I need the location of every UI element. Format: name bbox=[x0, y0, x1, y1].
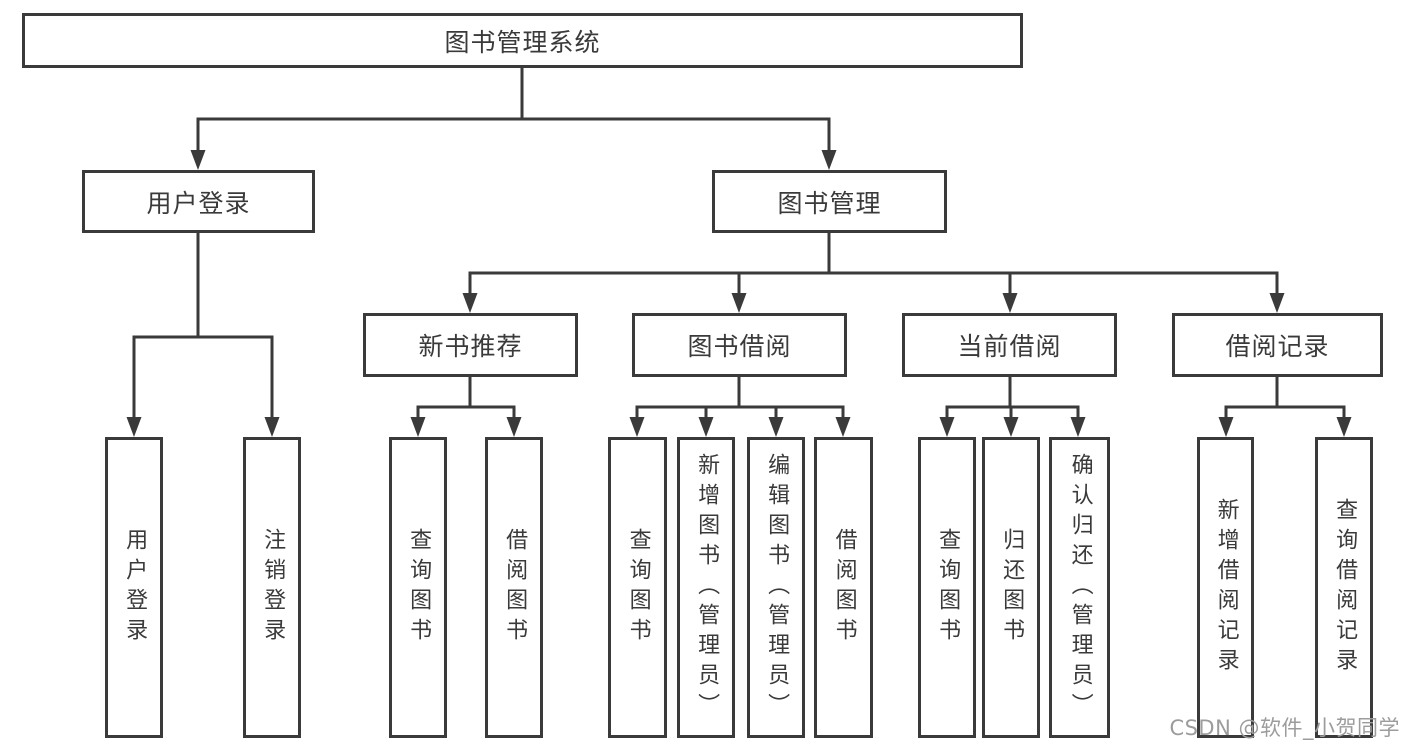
node-user-login: 用户登录 bbox=[82, 170, 315, 233]
leaf-search-books: 查询图书 bbox=[918, 437, 976, 738]
leaf-borrow-books: 借阅图书 bbox=[814, 437, 873, 738]
node-current-borrowing-label: 当前借阅 bbox=[957, 332, 1062, 361]
node-book-borrowing-label: 图书借阅 bbox=[687, 332, 792, 361]
node-book-borrowing: 图书借阅 bbox=[632, 313, 847, 377]
watermark: CSDN @软件_小贺同学 bbox=[1169, 716, 1400, 740]
leaf-search-books-label: 查询图书 bbox=[406, 527, 432, 648]
node-library-system-label: 图书管理系统 bbox=[444, 27, 601, 57]
leaf-return-books-label: 归还图书 bbox=[999, 527, 1025, 648]
leaf-add-borrow-record-label: 新增借阅记录 bbox=[1213, 497, 1239, 678]
leaf-edit-books-admin: 编辑图书（管理员） bbox=[747, 437, 805, 738]
leaf-logout: 注销登录 bbox=[243, 437, 301, 738]
leaf-borrow-books-label: 借阅图书 bbox=[502, 527, 528, 648]
leaf-borrow-books-label: 借阅图书 bbox=[831, 527, 857, 648]
node-library-system: 图书管理系统 bbox=[22, 13, 1023, 68]
node-new-book-recommendation: 新书推荐 bbox=[363, 313, 578, 377]
node-current-borrowing: 当前借阅 bbox=[902, 313, 1117, 377]
leaf-return-books: 归还图书 bbox=[982, 437, 1040, 738]
leaf-add-books-admin: 新增图书（管理员） bbox=[677, 437, 735, 738]
leaf-user-login-label: 用户登录 bbox=[122, 527, 148, 648]
node-new-book-recommendation-label: 新书推荐 bbox=[418, 332, 523, 361]
leaf-logout-label: 注销登录 bbox=[260, 527, 286, 648]
leaf-search-borrow-record: 查询借阅记录 bbox=[1315, 437, 1373, 738]
leaf-confirm-return-admin: 确认归还（管理员） bbox=[1049, 437, 1110, 738]
node-borrowing-records: 借阅记录 bbox=[1172, 313, 1383, 377]
node-book-management-label: 图书管理 bbox=[777, 188, 882, 218]
node-book-management: 图书管理 bbox=[712, 170, 947, 233]
leaf-search-books: 查询图书 bbox=[389, 437, 447, 738]
node-user-login-label: 用户登录 bbox=[146, 188, 251, 218]
leaf-search-books-label: 查询图书 bbox=[625, 527, 651, 648]
node-borrowing-records-label: 借阅记录 bbox=[1225, 332, 1330, 361]
leaf-borrow-books: 借阅图书 bbox=[485, 437, 543, 738]
leaf-search-books-label: 查询图书 bbox=[935, 527, 961, 648]
leaf-add-borrow-record: 新增借阅记录 bbox=[1197, 437, 1254, 738]
leaf-user-login: 用户登录 bbox=[105, 437, 163, 738]
leaf-search-borrow-record-label: 查询借阅记录 bbox=[1332, 497, 1358, 678]
leaf-confirm-return-admin-label: 确认归还（管理员） bbox=[1067, 452, 1093, 723]
leaf-edit-books-admin-label: 编辑图书（管理员） bbox=[764, 452, 790, 723]
leaf-search-books: 查询图书 bbox=[608, 437, 667, 738]
leaf-add-books-admin-label: 新增图书（管理员） bbox=[694, 452, 720, 723]
